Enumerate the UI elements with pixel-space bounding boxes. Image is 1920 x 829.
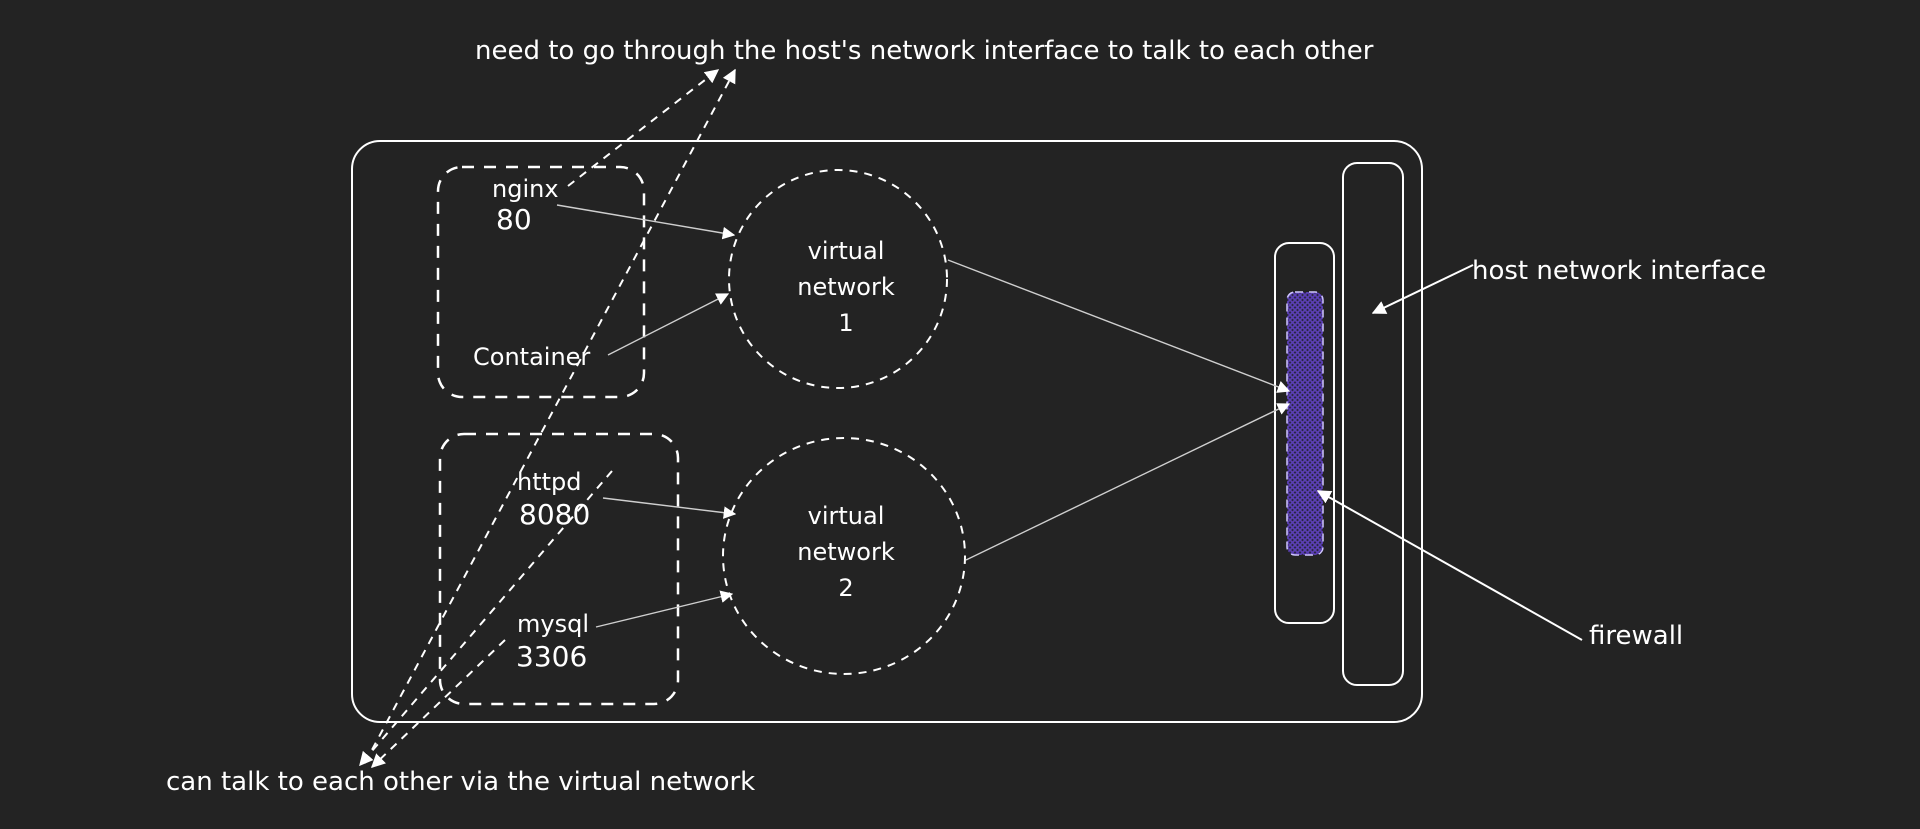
- host-network-interface-label: host network interface: [1472, 256, 1766, 286]
- arrow-mysql-to-top-annotation: [364, 68, 736, 764]
- arrow-mysql-to-vn2: [595, 590, 734, 628]
- host-machine-box: [351, 140, 1423, 723]
- arrow-httpd-to-bottom-annotation: [359, 470, 613, 767]
- virtual-network-2-circle: [722, 437, 966, 675]
- firewall-label: firewall: [1589, 621, 1683, 651]
- arrow-nginx-to-vn1: [556, 204, 736, 240]
- virtual-network-1-circle: [728, 169, 948, 389]
- container-2-box: [438, 432, 680, 706]
- virtual-network-1-line1: virtual: [808, 237, 885, 265]
- bottom-annotation-text: can talk to each other via the virtual n…: [166, 767, 755, 797]
- container-1-service-name: nginx: [492, 175, 559, 203]
- virtual-network-2-line3: 2: [838, 574, 853, 602]
- container-2-service-2-port: 3306: [516, 640, 587, 673]
- virtual-network-1-line3: 1: [838, 309, 853, 337]
- top-annotation-text: need to go through the host's network in…: [475, 36, 1374, 66]
- container-2-service-1-port: 8080: [519, 498, 590, 531]
- container-1-box: [436, 165, 646, 399]
- host-network-interface-box: [1342, 162, 1404, 686]
- arrow-vn1-to-firewall: [947, 259, 1291, 393]
- virtual-network-2-line2: network: [797, 538, 895, 566]
- arrow-container-to-vn1: [607, 293, 730, 356]
- arrow-httpd-to-vn2: [602, 497, 737, 519]
- container-2-service-2-name: mysql: [517, 610, 589, 638]
- arrow-firewall-label: [1316, 490, 1583, 641]
- firewall-frame-box: [1274, 242, 1335, 624]
- virtual-network-2-line1: virtual: [808, 502, 885, 530]
- arrow-nginx-to-top-annotation: [567, 69, 720, 187]
- container-2-service-1-name: httpd: [517, 468, 582, 496]
- container-1-service-port: 80: [496, 203, 532, 236]
- arrow-host-interface-label: [1371, 264, 1474, 314]
- arrow-mysql-to-bottom-annotation: [370, 639, 506, 768]
- arrow-vn2-to-firewall: [965, 403, 1291, 561]
- firewall-block: [1286, 291, 1324, 556]
- container-1-label: Container: [473, 343, 590, 371]
- virtual-network-1-line2: network: [797, 273, 895, 301]
